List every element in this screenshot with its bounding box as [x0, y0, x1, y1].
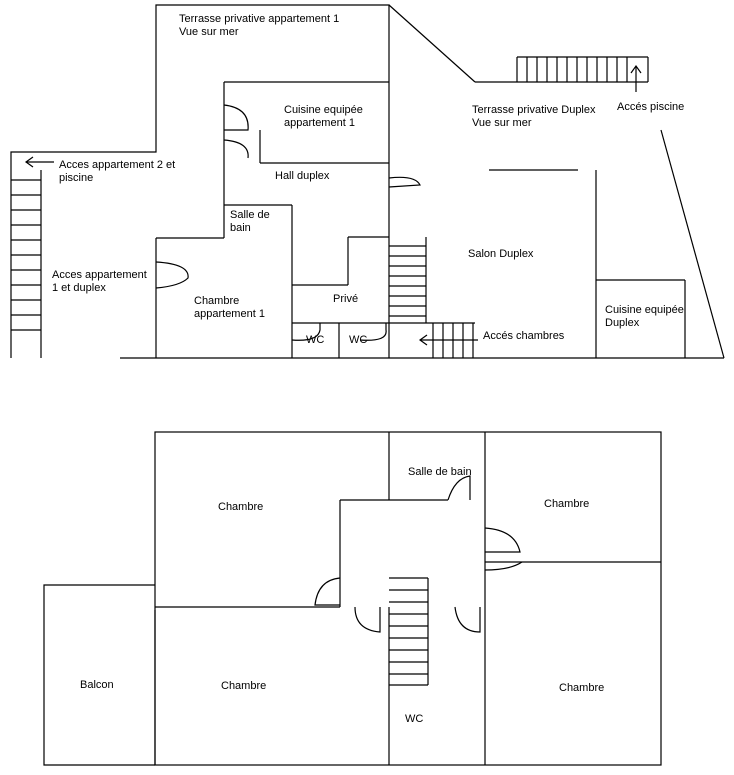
label-bedroom-bottom-mid: Chambre: [221, 680, 267, 692]
label-terrace-duplex-line1: Terrasse privative Duplex: [472, 104, 596, 116]
label-wc-1: WC: [306, 334, 325, 346]
label-access-apartment-1: Acces appartement 1 et duplex: [52, 269, 147, 295]
label-access-apartment-2-line2: piscine: [59, 172, 94, 184]
label-terrace-apartment-1-line2: Vue sur mer: [179, 26, 239, 38]
label-kitchen-duplex: Cuisine equipée Duplex: [605, 304, 684, 330]
label-private: Privé: [333, 293, 359, 305]
label-bedroom-top-right: Chambre: [544, 498, 590, 510]
label-kitchen-duplex-line2: Duplex: [605, 317, 640, 329]
label-terrace-duplex-line2: Vue sur mer: [472, 117, 532, 129]
label-bathroom-upper-line2: bain: [230, 222, 251, 234]
upper-plan-walls: [10, 4, 725, 359]
label-kitchen-apartment-1: Cuisine equipée appartement 1: [284, 104, 363, 130]
label-kitchen-apartment-1-line1: Cuisine equipée: [284, 104, 363, 116]
label-bathroom-upper: Salle de bain: [230, 209, 270, 235]
label-wc-2: WC: [349, 334, 368, 346]
label-access-apartment-1-line2: 1 et duplex: [52, 282, 106, 294]
stairs-top-right: [516, 56, 648, 82]
lower-plan-walls: [43, 431, 662, 766]
label-bedroom-bottom-right: Chambre: [559, 682, 605, 694]
label-terrace-apartment-1: Terrasse privative appartement 1 Vue sur…: [179, 13, 339, 39]
label-kitchen-apartment-1-line2: appartement 1: [284, 117, 355, 129]
label-balcony: Balcon: [80, 679, 114, 691]
label-access-apartment-2: Acces appartement 2 et piscine: [59, 159, 175, 185]
label-terrace-apartment-1-line1: Terrasse privative appartement 1: [179, 13, 340, 25]
stairs-left: [11, 170, 42, 358]
label-bathroom-lower: Salle de bain: [408, 466, 472, 478]
stairs-lower: [389, 577, 429, 686]
label-living-duplex: Salon Duplex: [468, 248, 534, 260]
label-terrace-duplex: Terrasse privative Duplex Vue sur mer: [472, 104, 596, 130]
label-bedroom-apartment-1-line1: Chambre: [194, 295, 240, 307]
upper-plan-arrows: [24, 64, 642, 346]
label-kitchen-duplex-line1: Cuisine equipée: [605, 304, 684, 316]
label-pool-access: Accés piscine: [617, 101, 685, 113]
label-bedrooms-access: Accés chambres: [483, 330, 565, 342]
stairs-center-upper: [389, 245, 426, 317]
label-bedroom-top-left: Chambre: [218, 501, 264, 513]
label-hall-duplex: Hall duplex: [275, 170, 330, 182]
label-wc-lower: WC: [405, 713, 424, 725]
lower-plan-doors: [314, 475, 523, 633]
label-bedroom-apartment-1: Chambre appartement 1: [194, 295, 265, 321]
label-bedroom-apartment-1-line2: appartement 1: [194, 308, 265, 320]
label-access-apartment-1-line1: Acces appartement: [52, 269, 147, 281]
upper-plan-doors: [155, 104, 421, 341]
label-bathroom-upper-line1: Salle de: [230, 209, 270, 221]
label-access-apartment-2-line1: Acces appartement 2 et: [59, 159, 176, 171]
